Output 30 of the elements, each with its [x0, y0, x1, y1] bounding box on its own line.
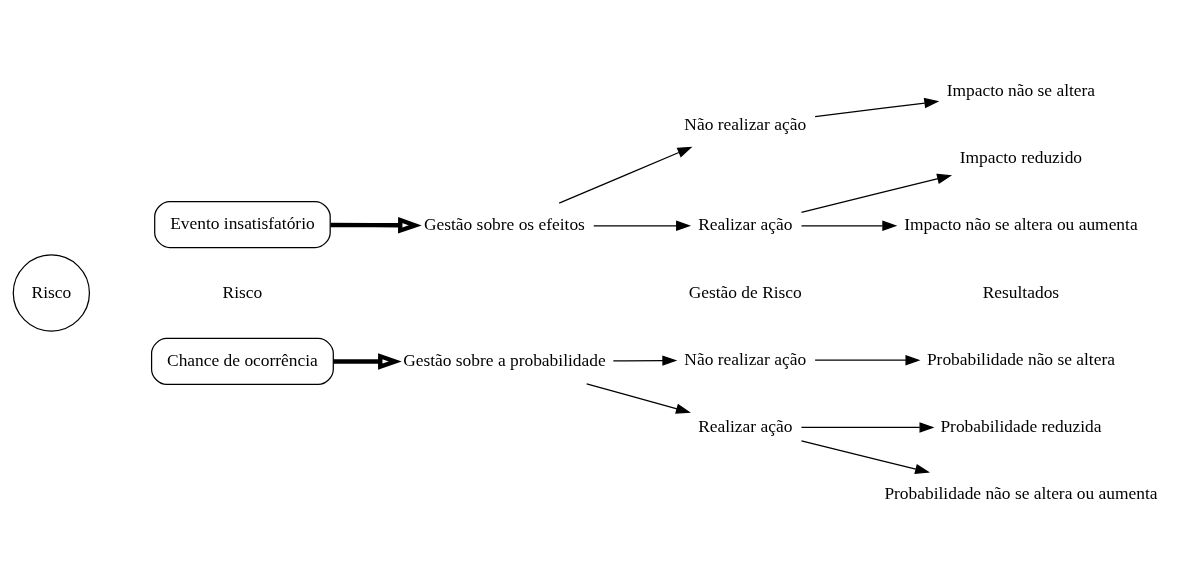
node-circle: Risco [12, 254, 91, 332]
label: Gestão de Risco [688, 281, 802, 302]
node-box: Chance de ocorrência [150, 337, 334, 386]
arrow [800, 440, 931, 475]
arrow [612, 355, 678, 366]
arrow [814, 354, 921, 366]
node-text: Impacto não se altera [946, 79, 1096, 100]
node-text: Probabilidade reduzida [940, 416, 1102, 437]
node-text: Não realizar ação [684, 348, 807, 369]
arrow [800, 173, 953, 213]
arrow [800, 422, 935, 433]
label: Resultados [982, 281, 1060, 302]
node-text: Probabilidade não se altera [926, 348, 1115, 369]
arrow [800, 220, 898, 232]
arrow [814, 97, 940, 118]
node-text: Impacto não se altera ou aumenta [904, 214, 1138, 235]
arrow [593, 220, 691, 232]
node-box: Evento insatisfatório [154, 200, 331, 249]
node-text: Gestão sobre os efeitos [423, 214, 585, 235]
node-text: Gestão sobre a probabilidade [403, 350, 606, 371]
node-text: Realizar ação [698, 214, 793, 235]
arrow [586, 383, 691, 414]
node-text: Não realizar ação [684, 113, 807, 134]
node-text: Impacto reduzido [959, 147, 1083, 168]
arrow [558, 146, 693, 204]
node-text: Probabilidade não se altera ou aumenta [884, 483, 1158, 504]
label: Risco [222, 281, 263, 302]
arrow [330, 217, 422, 234]
arrow [333, 353, 402, 370]
node-text: Realizar ação [698, 416, 793, 437]
